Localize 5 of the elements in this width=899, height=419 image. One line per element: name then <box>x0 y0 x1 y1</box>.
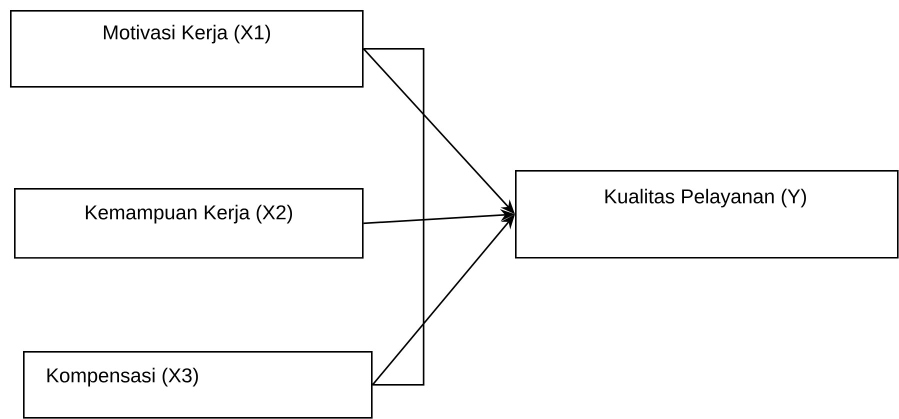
bracket-line <box>364 48 424 386</box>
process-box: Kompensasi (X3) <box>23 351 373 419</box>
process-box: Motivasi Kerja (X1) <box>10 10 364 88</box>
process-box: Kemampuan Kerja (X2) <box>14 188 364 259</box>
process-box: Kualitas Pelayanan (Y) <box>515 170 899 259</box>
